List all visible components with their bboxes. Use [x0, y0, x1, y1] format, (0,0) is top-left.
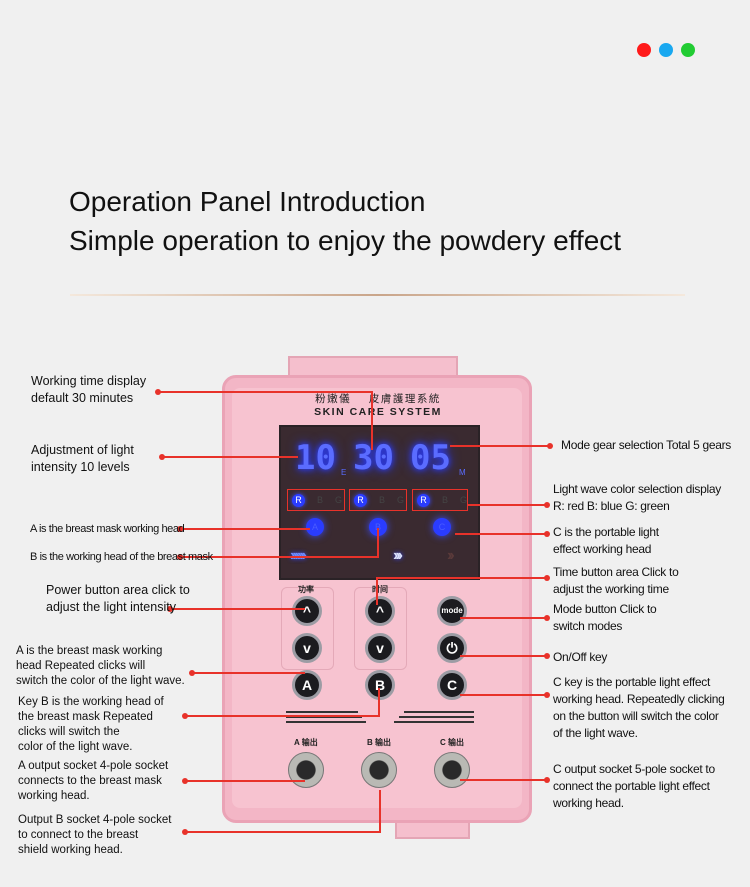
annotation-power-area: Power button area click to adjust the li… [46, 583, 190, 614]
time-readout: 30 [353, 438, 394, 478]
vent-stripe [399, 716, 474, 718]
annotation-intensity: Adjustment of light intensity 10 levels [31, 443, 134, 474]
time-group-label: 时间 [372, 585, 388, 594]
power-up-button[interactable]: ^ [292, 596, 322, 626]
annotation-socket-a: A output socket 4-pole socket connects t… [18, 760, 169, 802]
r-led: R [354, 493, 367, 507]
level-arrows-dim: ›› [447, 547, 454, 564]
power-on-off-button[interactable]: ⏻ [437, 633, 467, 663]
b-led: B [379, 495, 386, 505]
page-title: Operation Panel Introduction [69, 186, 426, 217]
socket-b-label: B 输出 [367, 738, 391, 747]
power-down-button[interactable]: v [292, 633, 322, 663]
time-button-group [354, 587, 407, 670]
r-led: R [417, 493, 430, 507]
mode-readout: 05 [410, 438, 451, 478]
annotation-head-a: A is the breast mask working head [30, 523, 185, 535]
brand-en: SKIN CARE SYSTEM [314, 406, 442, 418]
socket-b [361, 752, 397, 788]
vent-stripe [404, 711, 474, 713]
mode-unit: M [459, 468, 466, 477]
power-group-label: 功率 [298, 585, 314, 594]
g-led: G [459, 495, 467, 505]
annotation-socket-b: Output B socket 4-pole socket to connect… [18, 814, 172, 856]
head-c-led: C [433, 518, 451, 536]
a-button[interactable]: A [292, 670, 322, 700]
level-arrows: ›››››› [290, 547, 307, 564]
annotation-working-time: Working time display default 30 minutes [31, 374, 147, 405]
head-a-led: A [306, 518, 324, 536]
socket-c [434, 752, 470, 788]
annotation-mode-gear: Mode gear selection Total 5 gears [561, 438, 731, 452]
g-led: G [335, 495, 343, 505]
intensity-unit: E [341, 468, 347, 477]
page-subtitle: Simple operation to enjoy the powdery ef… [69, 225, 622, 256]
green-dot [681, 43, 695, 57]
annotation-socket-c: C output socket 5-pole socket to connect… [553, 762, 715, 810]
time-up-button[interactable]: ^ [365, 596, 395, 626]
brand-cn-left: 粉嫩儀 [315, 393, 352, 405]
vent-stripe [286, 721, 366, 723]
g-led: G [397, 495, 405, 505]
annotation-time-area: Time button area Click to adjust the wor… [553, 565, 679, 596]
divider [70, 294, 685, 296]
head-b-led: B [369, 518, 387, 536]
brand-cn-right: 皮膚護理系統 [368, 393, 441, 405]
power-button-group [281, 587, 334, 670]
vent-stripe [286, 711, 358, 713]
socket-c-label: C 输出 [440, 738, 464, 747]
annotation-on-off: On/Off key [553, 650, 608, 664]
led-display [279, 425, 480, 580]
brand-label: 粉嫩儀 皮膚護理系統 SKIN CARE SYSTEM [298, 393, 458, 419]
mode-button[interactable]: mode [437, 596, 467, 626]
blue-dot [659, 43, 673, 57]
red-dot [637, 43, 651, 57]
r-led: R [292, 493, 305, 507]
level-arrows-bright: ››› [393, 547, 403, 564]
annotation-light-wave: Light wave color selection display R: re… [553, 482, 721, 513]
intensity-readout: 10 [295, 438, 336, 478]
time-down-button[interactable]: v [365, 633, 395, 663]
annotation-b-key: Key B is the working head of the breast … [18, 696, 164, 753]
annotation-a-key: A is the breast mask working head Repeat… [16, 645, 185, 687]
vent-stripe [394, 721, 474, 723]
b-led: B [317, 495, 324, 505]
annotation-mode-button: Mode button Click to switch modes [553, 602, 657, 633]
annotation-head-c: C is the portable light effect working h… [553, 525, 659, 556]
annotation-c-key: C key is the portable light effect worki… [553, 675, 725, 740]
b-led: B [441, 495, 448, 505]
socket-a-label: A 输出 [294, 738, 318, 747]
annotation-head-b: B is the working head of the breast mask [30, 551, 213, 563]
